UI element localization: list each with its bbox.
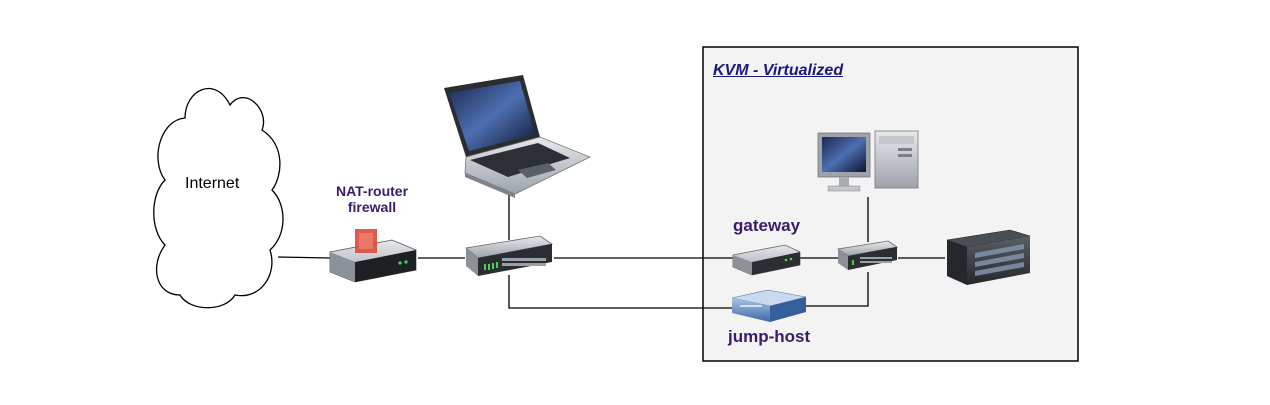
gateway-router-icon bbox=[732, 244, 801, 276]
rack-server-icon bbox=[946, 229, 1031, 285]
link-jumphost-vswitch bbox=[806, 272, 869, 307]
kvm-title: KVM - Virtualized bbox=[713, 62, 844, 79]
nat-router-label-line1: NAT-router bbox=[335, 183, 409, 199]
link-switch-jumphost bbox=[508, 275, 735, 309]
desktop-computer-icon bbox=[817, 130, 919, 192]
jump-host-server-icon bbox=[731, 289, 807, 322]
laptop-icon bbox=[444, 75, 591, 198]
jump-host-label: jump-host bbox=[728, 327, 811, 346]
internet-cloud-icon bbox=[153, 87, 284, 309]
switch-icon bbox=[465, 235, 554, 276]
nat-router-icon bbox=[329, 229, 417, 283]
gateway-label: gateway bbox=[733, 216, 801, 235]
virtual-switch-icon bbox=[836, 240, 899, 270]
connection-lines bbox=[277, 193, 945, 309]
nat-router-label: NAT-router firewall bbox=[318, 183, 426, 215]
nat-router-label-line2: firewall bbox=[347, 199, 397, 215]
internet-label: Internet bbox=[185, 175, 240, 192]
link-internet-router bbox=[277, 256, 331, 259]
